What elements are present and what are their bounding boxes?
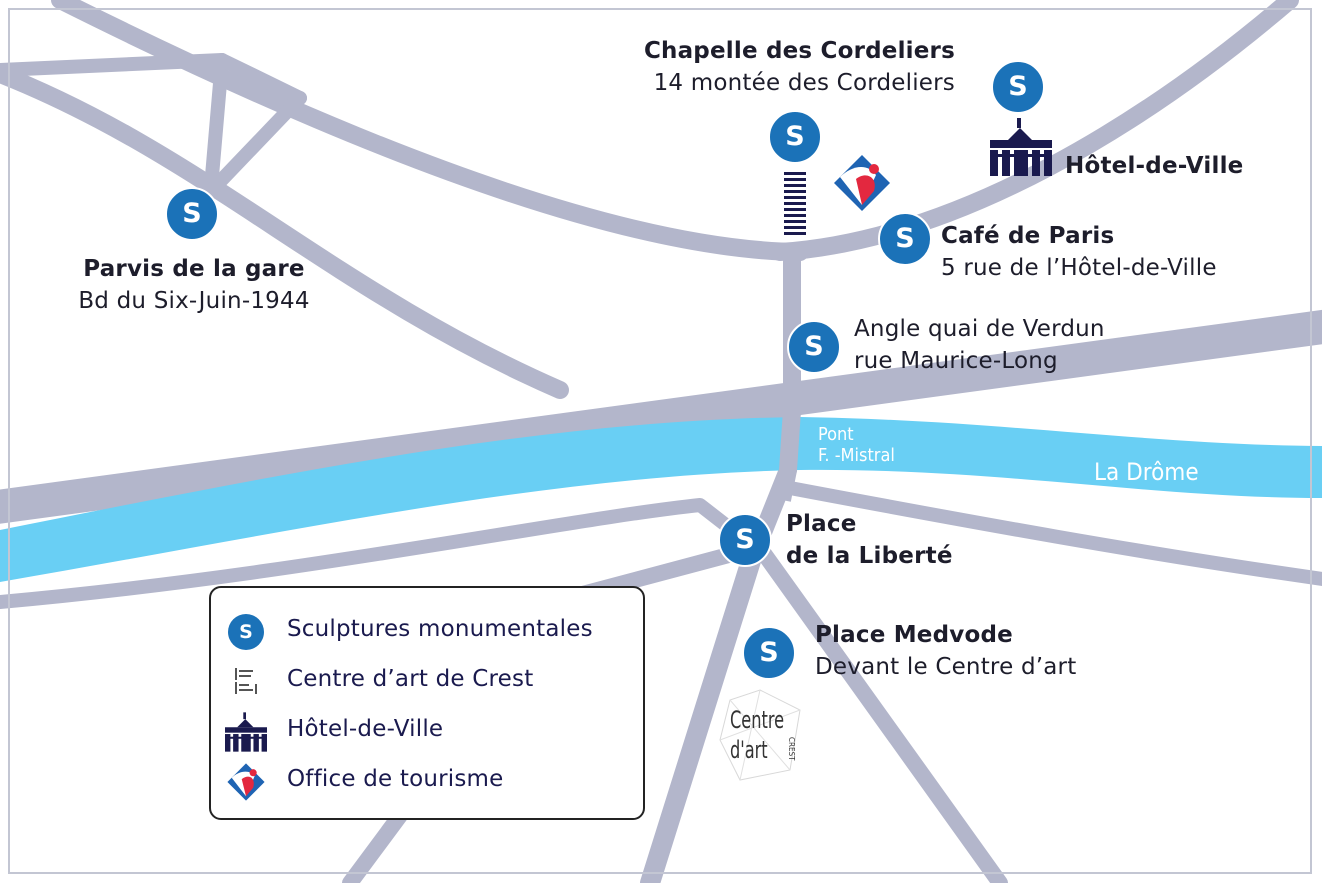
- road-lower-right: [783, 481, 1322, 586]
- road-connector-1: [205, 53, 229, 183]
- label-liberte: Place de la Liberté: [786, 508, 953, 572]
- centre-art-logo-icon: [225, 662, 267, 702]
- road-south-2: [752, 540, 1008, 883]
- legend-item-centre-art: Centre d’art de Crest: [225, 662, 635, 702]
- road-main-avenue: [0, 309, 1322, 524]
- centre-art-logo-line2: d'art: [730, 736, 768, 764]
- centre-art-logo: Centre d'art CREST: [730, 705, 810, 765]
- label-angle-line1: Angle quai de Verdun: [854, 316, 1105, 342]
- sculpture-pin-medvode[interactable]: S: [742, 626, 796, 680]
- legend-label-hotel: Hôtel-de-Ville: [287, 716, 444, 742]
- centre-art-logo-tag: CREST: [787, 737, 796, 761]
- town-hall-icon: [225, 712, 267, 752]
- sculpture-pin-gare[interactable]: S: [165, 187, 219, 241]
- sculpture-pin-cafe[interactable]: S: [878, 212, 932, 266]
- label-gare-title: Parvis de la gare: [83, 256, 305, 282]
- label-liberte-line2: de la Liberté: [786, 543, 953, 569]
- bridge-label-line1: Pont: [818, 424, 854, 445]
- centre-art-logo-line1: Centre: [730, 706, 785, 734]
- label-hotel-title: Hôtel-de-Ville: [1065, 153, 1244, 179]
- legend-label-centre-art: Centre d’art de Crest: [287, 666, 534, 692]
- road-top-left-diagonal: [0, 64, 569, 399]
- label-hotel: Hôtel-de-Ville: [1065, 150, 1243, 182]
- label-medvode-sub: Devant le Centre d’art: [815, 654, 1077, 680]
- label-chapelle-title: Chapelle des Cordeliers: [643, 38, 955, 64]
- legend: S Sculptures monumentales Centre d’art d…: [209, 586, 645, 820]
- bridge: [773, 409, 801, 502]
- sculpture-pin-angle[interactable]: S: [787, 320, 841, 374]
- road-lower-left: [0, 498, 752, 609]
- label-gare: Parvis de la gare Bd du Six-Juin-1944: [74, 253, 314, 317]
- centre-art-logo-icon: [719, 689, 801, 781]
- legend-label-sculptures: Sculptures monumentales: [287, 616, 593, 642]
- legend-item-hotel: Hôtel-de-Ville: [225, 712, 635, 752]
- road-connector-top: [0, 53, 307, 105]
- river-drome: [0, 417, 1322, 582]
- label-medvode: Place Medvode Devant le Centre d’art: [815, 619, 1076, 683]
- legend-pin-letter: S: [228, 614, 264, 650]
- label-cafe: Café de Paris 5 rue de l’Hôtel-de-Ville: [941, 220, 1217, 284]
- bridge-label: Pont F. -Mistral: [818, 424, 895, 466]
- road-connector-2: [205, 91, 307, 197]
- sculpture-pin-chapelle[interactable]: S: [768, 110, 822, 164]
- label-gare-sub: Bd du Six-Juin-1944: [78, 288, 310, 314]
- label-angle-line2: rue Maurice-Long: [854, 348, 1058, 374]
- sculpture-pin-icon: S: [225, 612, 267, 652]
- river-name: La Drôme: [1094, 458, 1199, 486]
- sculpture-pin-hotel[interactable]: S: [991, 60, 1045, 114]
- label-liberte-line1: Place: [786, 511, 857, 537]
- road-south-1: [640, 538, 765, 883]
- chapel-stripes-icon: [784, 172, 806, 235]
- label-chapelle: Chapelle des Cordeliers 14 montée des Co…: [643, 35, 955, 99]
- bridge-label-line2: F. -Mistral: [818, 445, 895, 466]
- town-hall-icon: [990, 118, 1052, 176]
- legend-item-tourism: Office de tourisme: [225, 762, 635, 802]
- road-top-diagonal: [51, 0, 809, 261]
- label-chapelle-sub: 14 montée des Cordeliers: [653, 70, 955, 96]
- tourism-office-icon: [225, 762, 267, 802]
- legend-item-sculptures: S Sculptures monumentales: [225, 612, 635, 652]
- tourism-office-icon: [834, 155, 890, 211]
- label-angle: Angle quai de Verdun rue Maurice-Long: [854, 313, 1105, 377]
- label-cafe-title: Café de Paris: [941, 223, 1115, 249]
- label-cafe-sub: 5 rue de l’Hôtel-de-Ville: [941, 255, 1217, 281]
- legend-label-tourism: Office de tourisme: [287, 766, 504, 792]
- label-medvode-title: Place Medvode: [815, 622, 1013, 648]
- sculpture-pin-liberte[interactable]: S: [718, 513, 772, 567]
